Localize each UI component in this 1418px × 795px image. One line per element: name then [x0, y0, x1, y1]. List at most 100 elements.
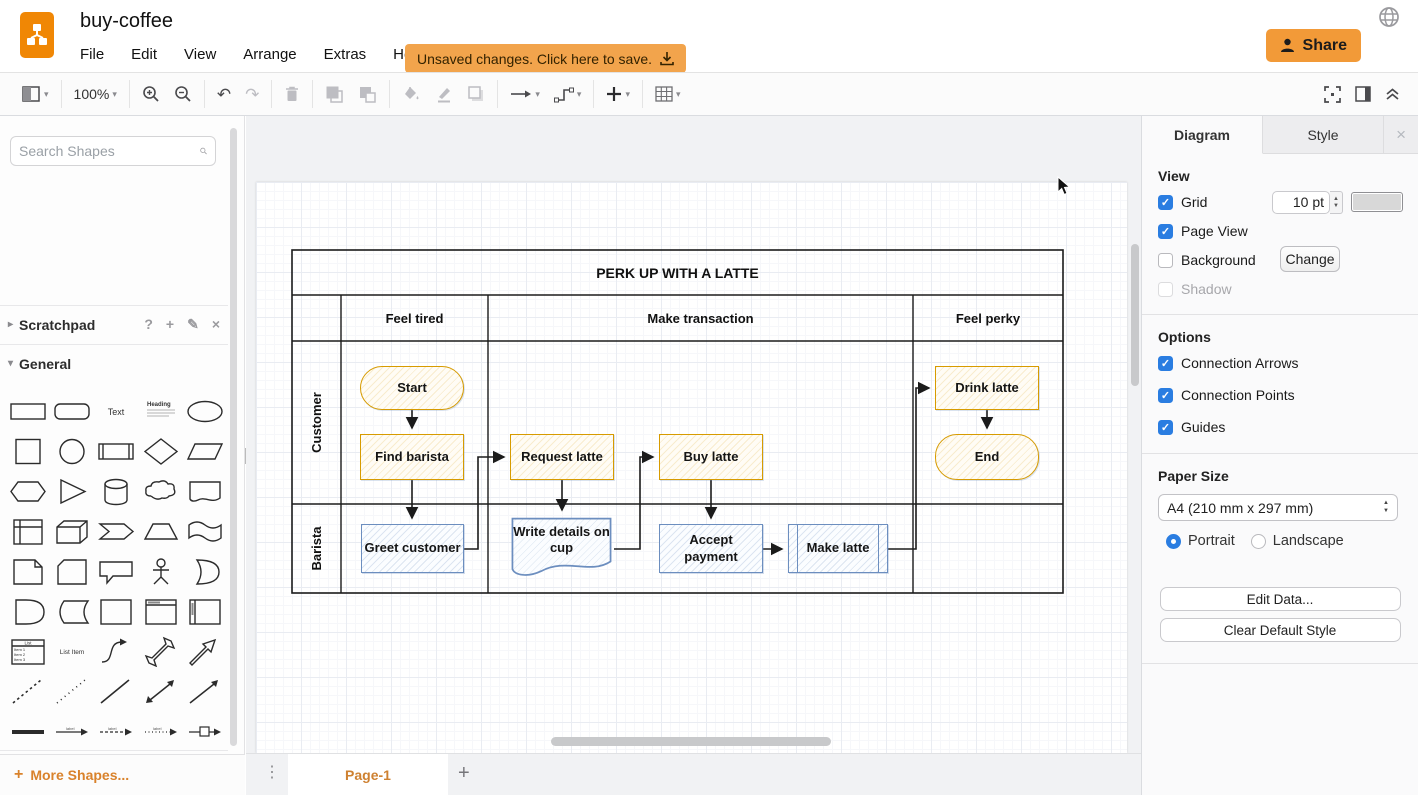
shape-bidirectional-connector[interactable] [139, 672, 182, 711]
node-accept-payment[interactable]: Accept payment [659, 524, 763, 573]
fill-color-button[interactable] [402, 85, 421, 103]
shape-parallelogram[interactable] [184, 432, 227, 471]
add-page-button[interactable]: + [458, 762, 470, 785]
shape-boxed-arrow[interactable] [184, 712, 227, 751]
collapse-toolbar-button[interactable] [1385, 87, 1400, 101]
edge-write-details-to-buy-latte[interactable] [614, 457, 653, 549]
drawing-canvas[interactable]: PERK UP WITH A LATTEFeel tiredMake trans… [246, 116, 1141, 753]
general-section-header[interactable]: ▾ General [0, 344, 228, 382]
pages-menu-icon[interactable]: ⋮ [264, 762, 280, 782]
menu-extras[interactable]: Extras [324, 46, 367, 63]
node-make-latte[interactable]: Make latte [788, 524, 888, 573]
shape-process[interactable] [95, 432, 138, 471]
node-end[interactable]: End [935, 434, 1039, 480]
connection-arrows-checkbox[interactable]: ✓ [1158, 356, 1173, 371]
shape-callout[interactable] [95, 552, 138, 591]
view-selector-button[interactable]: ▾ [22, 86, 49, 103]
node-start[interactable]: Start [360, 366, 464, 410]
shape-link[interactable] [6, 712, 49, 751]
unsaved-changes-banner[interactable]: Unsaved changes. Click here to save. [405, 44, 686, 73]
shape-rounded-rectangle[interactable] [50, 392, 93, 431]
sidebar-scrollbar[interactable] [230, 128, 237, 746]
shape-triangle[interactable] [50, 472, 93, 511]
page-tab[interactable]: Page-1 [288, 754, 448, 795]
shape-rectangle[interactable] [6, 392, 49, 431]
zoom-in-button[interactable] [142, 85, 160, 103]
grid-size-stepper[interactable]: ▲▼ [1330, 191, 1343, 214]
shape-hexagon[interactable] [6, 472, 49, 511]
background-checkbox[interactable] [1158, 253, 1173, 268]
shape-trapezoid[interactable] [139, 512, 182, 551]
paper-size-select[interactable]: A4 (210 mm x 297 mm) ▲▼ [1158, 494, 1398, 521]
clear-default-style-button[interactable]: Clear Default Style [1160, 618, 1401, 642]
shape-internal-storage[interactable] [6, 512, 49, 551]
shape-list-item[interactable]: List Item [50, 632, 93, 671]
insert-button[interactable]: ▾ [606, 86, 630, 102]
shape-data-storage[interactable] [50, 592, 93, 631]
format-panel-toggle-button[interactable] [1355, 86, 1371, 102]
menu-edit[interactable]: Edit [131, 46, 157, 63]
tab-style[interactable]: Style [1263, 116, 1384, 153]
share-button[interactable]: Share [1266, 29, 1361, 62]
node-find-barista[interactable]: Find barista [360, 434, 464, 480]
guides-checkbox[interactable]: ✓ [1158, 420, 1173, 435]
shadow-button[interactable] [467, 85, 485, 103]
node-request-latte[interactable]: Request latte [510, 434, 614, 480]
change-background-button[interactable]: Change [1280, 246, 1340, 272]
node-drink-latte[interactable]: Drink latte [935, 366, 1039, 410]
table-button[interactable]: ▾ [655, 86, 681, 102]
shape-dotted-line[interactable] [50, 672, 93, 711]
shape-vertical-container[interactable] [139, 592, 182, 631]
shape-bidirectional-arrow[interactable] [139, 632, 182, 671]
shape-horizontal-container[interactable] [184, 592, 227, 631]
scratchpad-close-icon[interactable]: × [212, 316, 220, 333]
undo-button[interactable]: ↶ [217, 86, 231, 103]
zoom-level-button[interactable]: 100% ▾ [74, 86, 117, 102]
scratchpad-section-header[interactable]: ▸ Scratchpad ? + ✎ × [0, 305, 228, 343]
grid-checkbox[interactable]: ✓ [1158, 195, 1173, 210]
shape-directional-connector[interactable] [184, 672, 227, 711]
connection-points-checkbox[interactable]: ✓ [1158, 388, 1173, 403]
shape-actor[interactable] [139, 552, 182, 591]
edge-make-latte-to-drink-latte[interactable] [888, 388, 929, 549]
canvas-horizontal-scrollbar[interactable] [551, 737, 831, 746]
search-shapes-input[interactable] [19, 143, 200, 159]
shape-cube[interactable] [50, 512, 93, 551]
delete-button[interactable] [284, 85, 300, 103]
zoom-out-button[interactable] [174, 85, 192, 103]
grid-size-input[interactable]: 10 pt [1272, 191, 1330, 214]
node-greet-customer[interactable]: Greet customer [361, 524, 464, 573]
edge-greet-customer-to-request-latte[interactable] [464, 457, 504, 549]
tab-diagram[interactable]: Diagram [1142, 116, 1263, 154]
close-panel-icon[interactable]: × [1384, 116, 1418, 153]
page-view-checkbox[interactable]: ✓ [1158, 224, 1173, 239]
fullscreen-button[interactable] [1324, 86, 1341, 103]
shape-card[interactable] [50, 552, 93, 591]
shape-cloud[interactable] [139, 472, 182, 511]
more-shapes-button[interactable]: + More Shapes... [0, 754, 245, 795]
shape-list[interactable]: ListItem 1Item 2Item 3 [6, 632, 49, 671]
scratchpad-edit-icon[interactable]: ✎ [187, 316, 199, 333]
shape-diamond[interactable] [139, 432, 182, 471]
menu-file[interactable]: File [80, 46, 104, 63]
shape-container[interactable] [95, 592, 138, 631]
search-shapes-box[interactable] [10, 136, 216, 166]
shape-arrow[interactable] [184, 632, 227, 671]
node-buy-latte[interactable]: Buy latte [659, 434, 763, 480]
edit-data-button[interactable]: Edit Data... [1160, 587, 1401, 611]
redo-button[interactable]: ↷ [245, 86, 259, 103]
to-front-button[interactable] [325, 85, 344, 104]
shape-or[interactable] [184, 552, 227, 591]
menu-arrange[interactable]: Arrange [243, 46, 296, 63]
shape-ellipse[interactable] [184, 392, 227, 431]
connection-style-button[interactable]: ▾ [510, 89, 540, 100]
shape-square[interactable] [6, 432, 49, 471]
shape-note[interactable] [6, 552, 49, 591]
shape-labeled-arrow[interactable]: label [50, 712, 93, 751]
landscape-radio[interactable]: Landscape [1251, 533, 1344, 549]
node-write-details[interactable]: Write details on cup [509, 516, 614, 580]
shape-dotted-labeled-arrow[interactable]: label [139, 712, 182, 751]
canvas-vertical-scrollbar[interactable] [1131, 244, 1139, 386]
scratchpad-help-icon[interactable]: ? [144, 316, 153, 333]
shape-dashed-labeled-arrow[interactable]: label [95, 712, 138, 751]
